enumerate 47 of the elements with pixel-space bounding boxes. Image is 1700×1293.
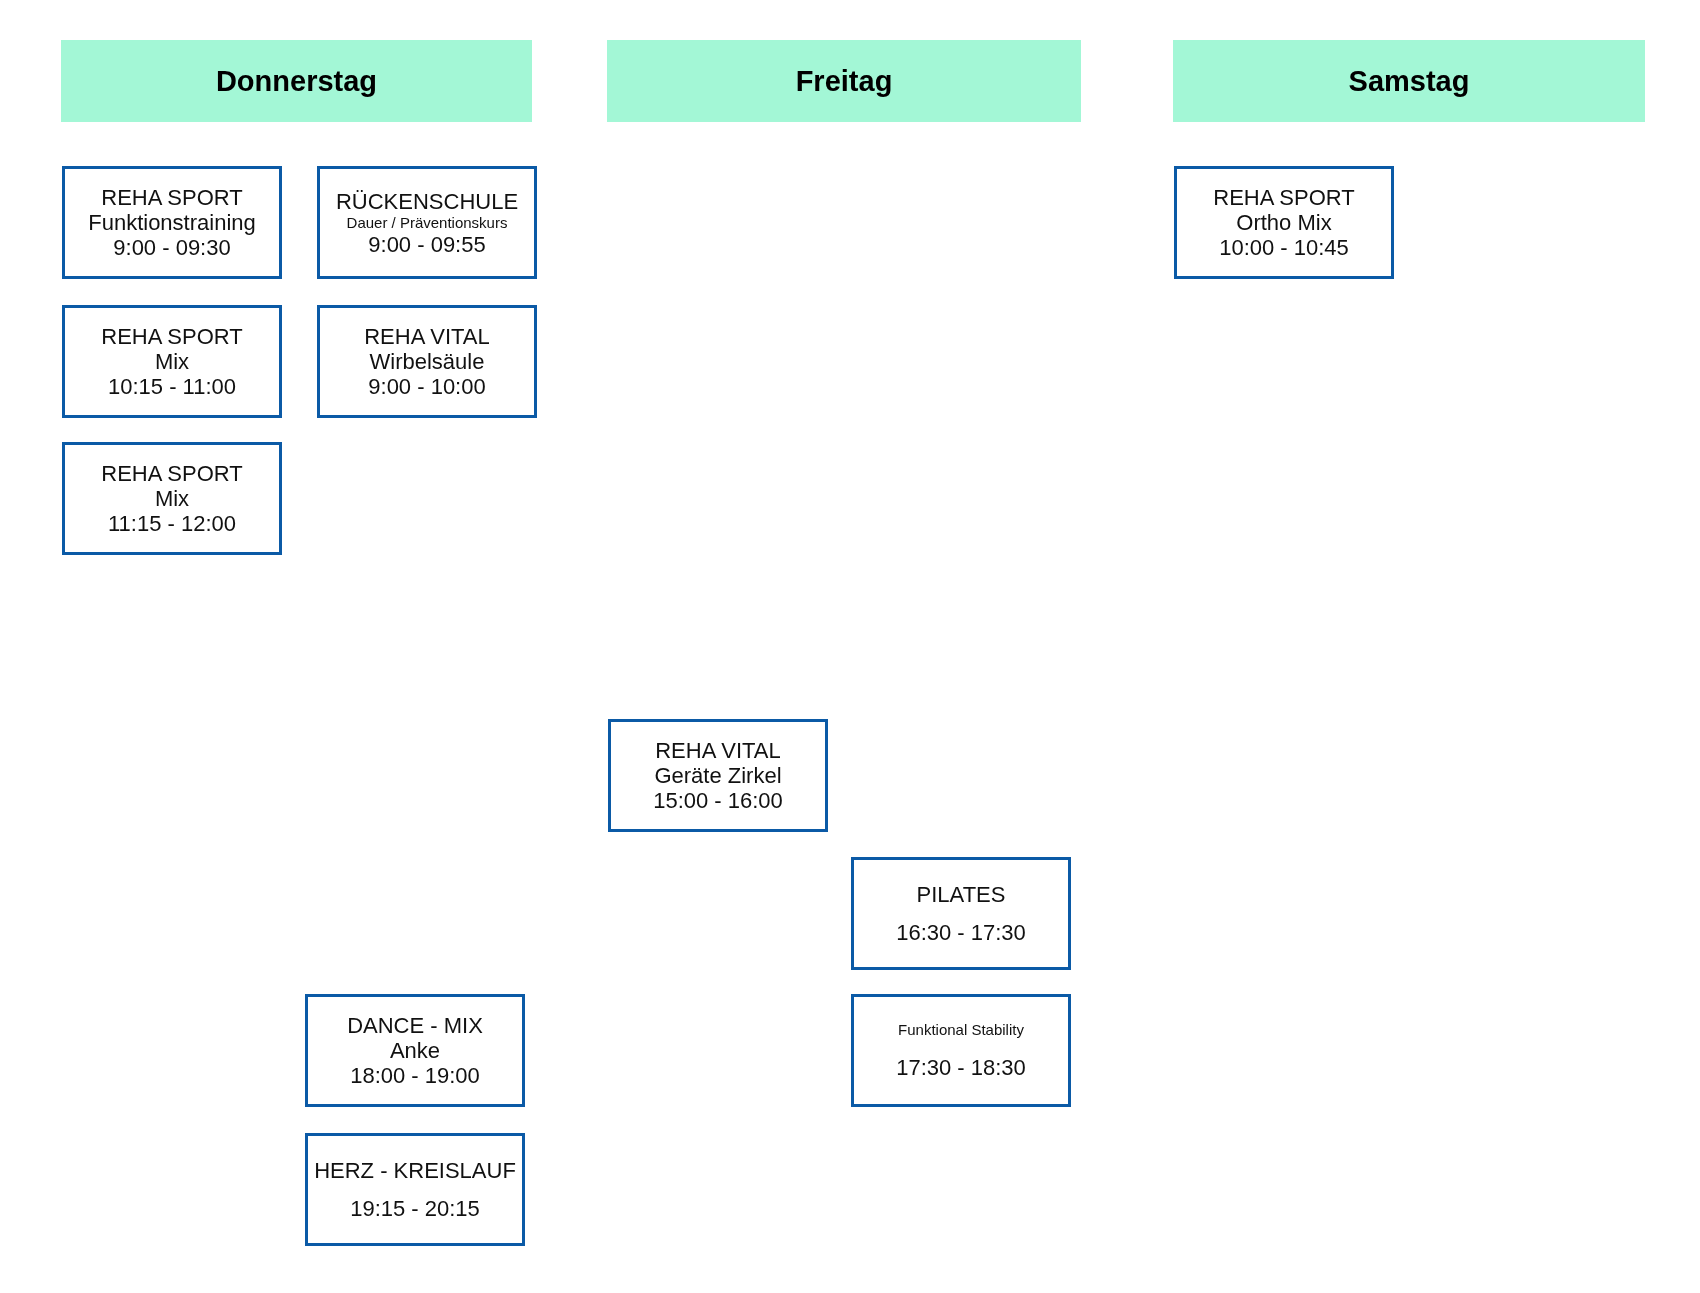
course-card [62,305,282,418]
day-name: Donnerstag [215,64,378,98]
time-range: 10:00 - 10:45 [1219,235,1349,260]
course-title: PILATES [916,882,1006,908]
course-title: REHA SPORT [101,461,243,486]
course-subtitle: Wirbelsäule [369,349,485,374]
course-card [1174,166,1394,279]
day-name: Freitag [795,64,893,98]
time-range: 16:30 - 17:30 [896,919,1026,945]
course-card [62,442,282,555]
course-title: REHA SPORT [1213,185,1355,210]
course-title: REHA SPORT [101,324,243,349]
course-subtitle: Geräte Zirkel [654,763,782,788]
course-subtitle: Ortho Mix [1236,210,1332,235]
course-title: Funktional Stability [898,1021,1024,1039]
time-range: 9:00 - 09:55 [368,231,486,257]
time-range: 9:00 - 09:30 [113,235,231,260]
course-card [305,994,525,1107]
course-title: DANCE - MIX [347,1013,483,1038]
time-range: 19:15 - 20:15 [350,1195,480,1221]
course-title: REHA VITAL [655,738,781,763]
course-subtitle: Dauer / Präventionskurs [346,213,508,232]
course-subtitle: Mix [154,486,190,511]
course-card [851,857,1071,970]
course-subtitle: Funktionstraining [88,210,256,235]
course-title: REHA SPORT [101,185,243,210]
course-title: HERZ - KREISLAUF [314,1158,516,1184]
course-title: RÜCKENSCHULE [335,188,519,214]
course-card [317,305,537,418]
day-header [61,40,532,122]
course-subtitle: Anke [389,1038,441,1063]
course-card [317,166,537,279]
course-card [305,1133,525,1246]
time-range: 17:30 - 18:30 [896,1055,1026,1080]
day-header [607,40,1081,122]
time-range: 15:00 - 16:00 [653,788,783,813]
time-range: 9:00 - 10:00 [368,374,486,399]
time-range: 10:15 - 11:00 [108,374,236,399]
time-range: 11:15 - 12:00 [108,511,236,536]
time-range: 18:00 - 19:00 [350,1063,480,1088]
course-title: REHA VITAL [364,324,490,349]
day-header [1173,40,1645,122]
course-card [62,166,282,279]
day-name: Samstag [1348,64,1470,98]
course-card [608,719,828,832]
course-card [851,994,1071,1107]
course-subtitle: Mix [154,349,190,374]
